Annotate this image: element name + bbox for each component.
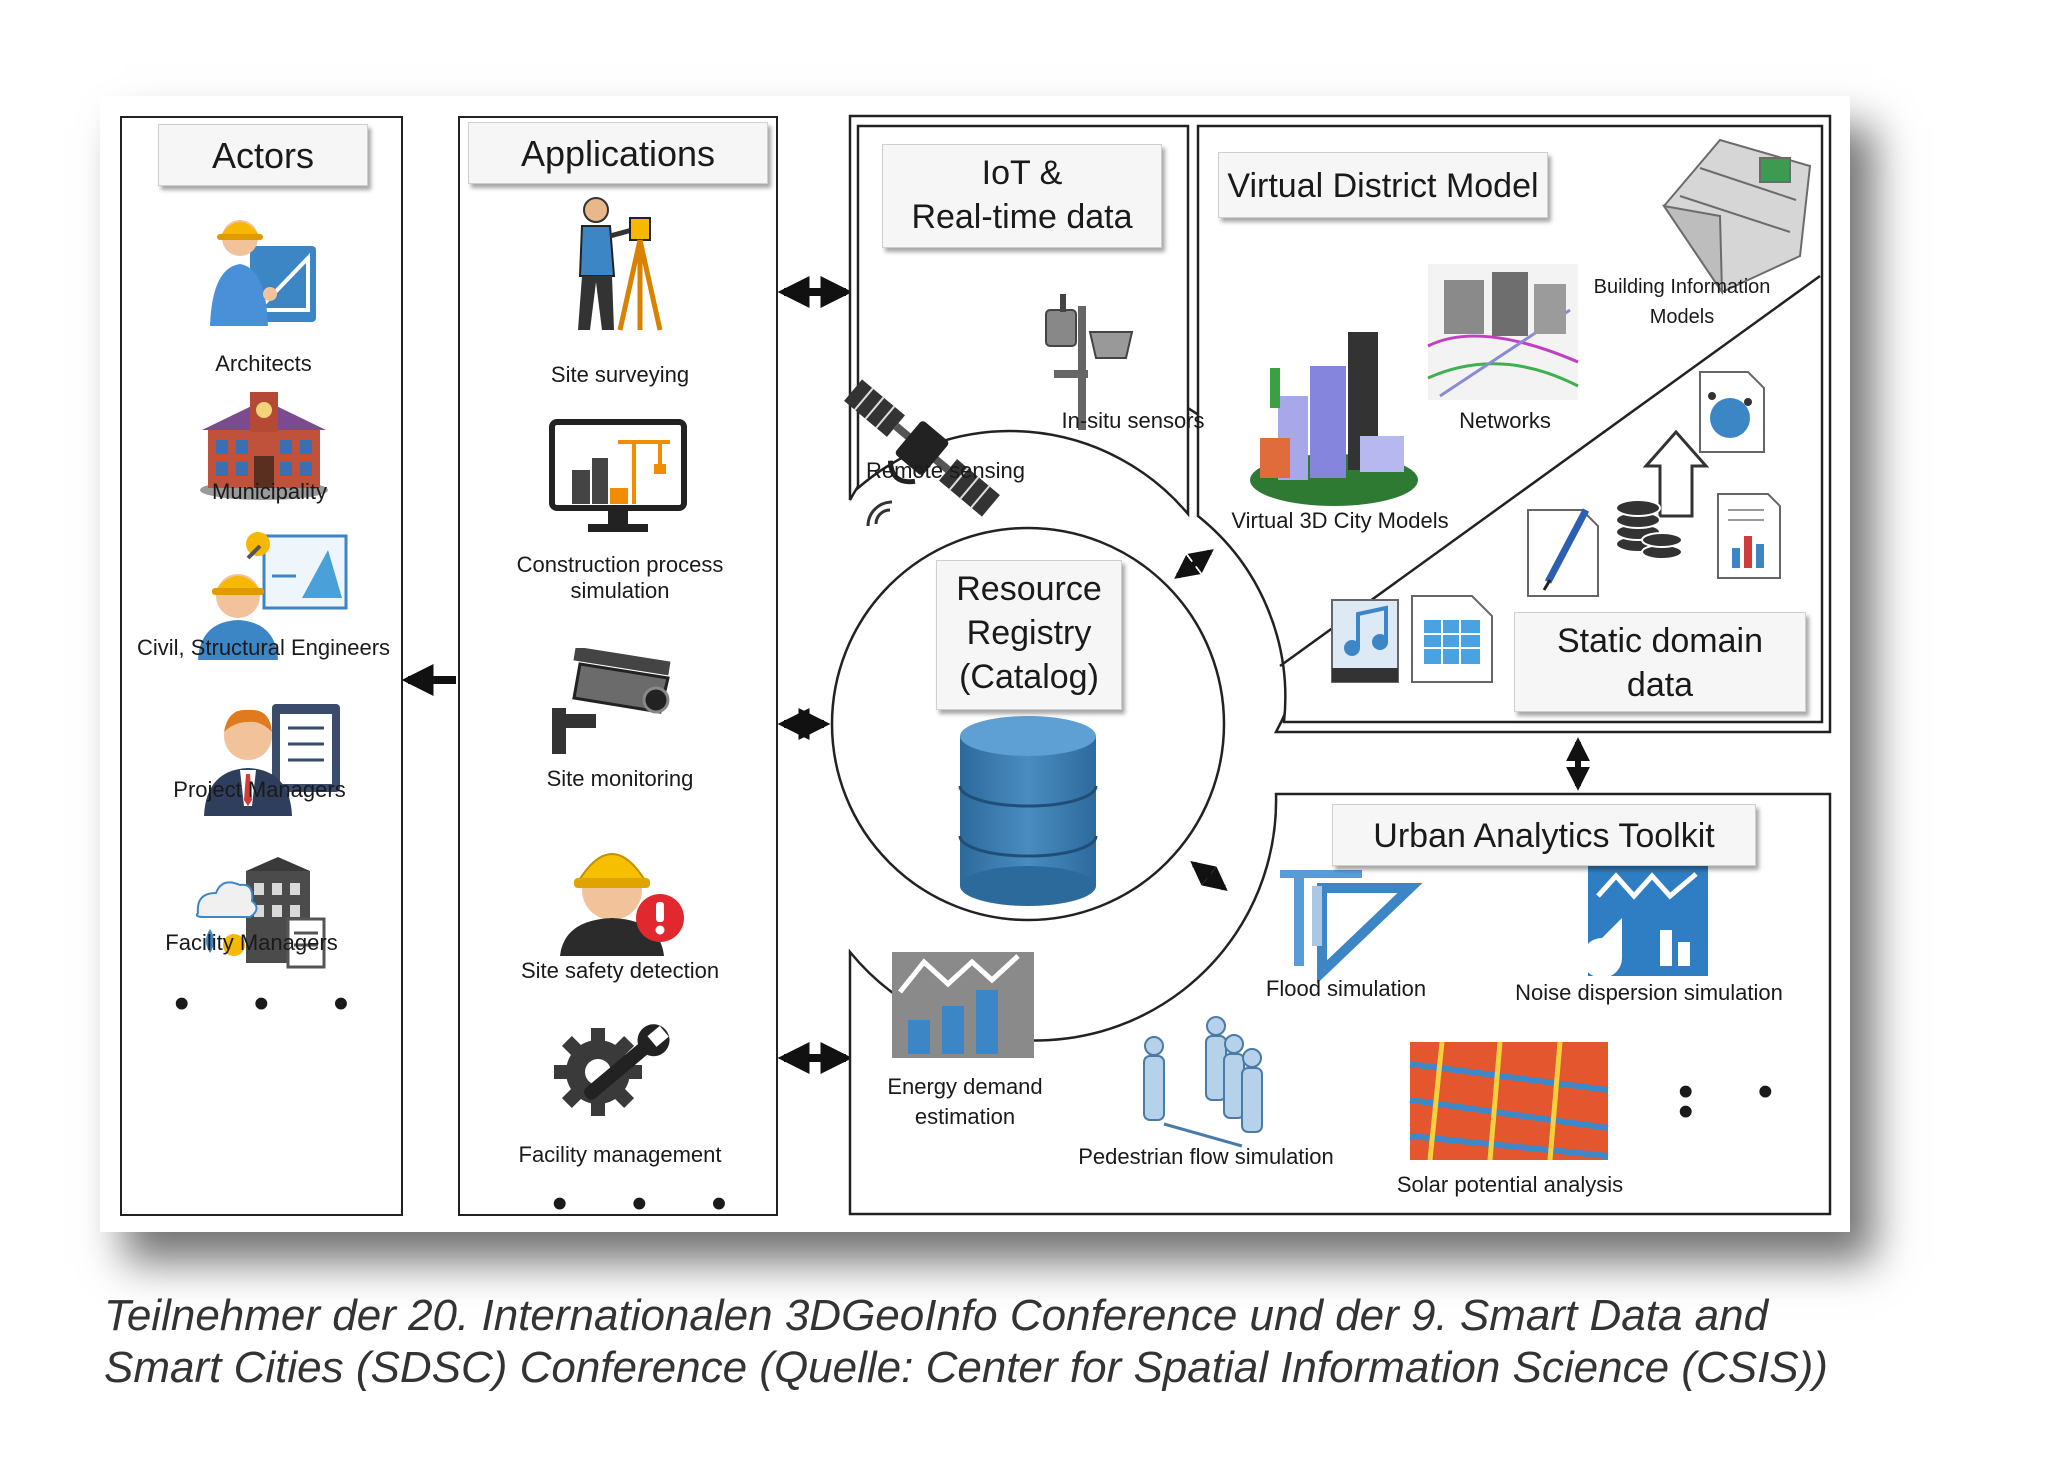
district-label-bim-line1: Building Information: [1593, 276, 1771, 298]
district-label-bim-line2: Models: [1649, 306, 1715, 328]
project-manager-icon: [204, 704, 340, 816]
actor-label-facility-managers: Facility Managers: [165, 930, 338, 955]
district-label-networks: Networks: [1459, 408, 1551, 433]
registry-line2: Registry: [966, 614, 1092, 652]
actors-panel: Actors Architects: [120, 116, 403, 1216]
toolkit-more-dots: • • •: [1678, 1067, 1800, 1136]
networks-icon: [1427, 264, 1579, 400]
signal-waves-icon: [866, 500, 893, 527]
applications-title-box: Applications: [468, 122, 768, 184]
bim-building-icon: [1661, 138, 1812, 296]
registry-title-box: Resource Registry (Catalog): [936, 560, 1122, 710]
spreadsheet-icon: [1411, 595, 1493, 683]
civil-engineer-icon: [198, 532, 348, 660]
site-safety-icon: [560, 853, 684, 956]
iot-title-line1: IoT &: [981, 154, 1063, 192]
registry-line3: (Catalog): [959, 658, 1099, 696]
weather-sensor-icon: [1045, 294, 1134, 430]
static-domain-line1: Static domain: [1557, 622, 1763, 660]
report-chart-icon: [1717, 493, 1781, 579]
application-label-site-monitoring: Site monitoring: [546, 766, 694, 791]
toolkit-label-energy-line2: estimation: [914, 1104, 1016, 1129]
applications-panel: Applications Site surveying: [458, 116, 778, 1226]
energy-chart-icon: [892, 952, 1034, 1058]
facility-manager-icon: [195, 857, 326, 969]
facility-management-icon: [554, 1024, 670, 1116]
actors-title: Actors: [211, 135, 315, 176]
static-domain-line2: data: [1626, 666, 1694, 704]
connectors-layer: [401, 114, 1832, 1216]
application-label-construction-simulation: Construction process simulation: [516, 552, 724, 603]
arrow-registry-toolkit: [1190, 861, 1228, 891]
application-label-site-surveying: Site surveying: [550, 362, 690, 387]
registry-line1: Resource: [956, 570, 1102, 608]
actor-label-project-managers: Project Managers: [173, 777, 346, 802]
district-label-city-models: Virtual 3D City Models: [1231, 508, 1449, 533]
actor-label-architects: Architects: [215, 351, 312, 376]
toolkit-label-pedestrian: Pedestrian flow simulation: [1078, 1144, 1334, 1169]
virtual-district-inner-outline: [1196, 124, 1824, 724]
iot-title-line2: Real-time data: [911, 198, 1133, 236]
city-model-icon: [1250, 332, 1418, 506]
site-monitoring-icon: [552, 648, 671, 754]
actors-title-box: Actors: [158, 124, 368, 186]
actor-label-civil-engineers: Civil, Structural Engineers: [136, 635, 391, 660]
point-document-icon: [1699, 371, 1765, 453]
satellite-icon: [844, 379, 1000, 517]
caption-line2: Smart Cities (SDSC) Conference (Quelle: …: [104, 1343, 1828, 1392]
arrow-registry-iot: [1174, 549, 1214, 579]
flood-ruler-icon: [1280, 870, 1423, 984]
caption-line1: Teilnehmer der 20. Internationalen 3DGeo…: [104, 1291, 1769, 1340]
actor-label-municipality: Municipality: [212, 479, 327, 504]
architect-icon: [210, 220, 316, 326]
toolkit-title-box: Urban Analytics Toolkit: [1332, 804, 1756, 866]
pedestrians-icon: [1143, 1016, 1263, 1148]
iot-title-box: IoT & Real-time data: [882, 144, 1162, 248]
diagram-figure: Actors Architects: [100, 96, 1850, 1232]
pen-document-icon: [1527, 508, 1599, 597]
toolkit-label-solar: Solar potential analysis: [1396, 1172, 1624, 1197]
municipality-icon: [200, 392, 328, 500]
construction-simulation-icon: [549, 419, 687, 532]
applications-title: Applications: [520, 133, 716, 174]
application-label-facility-management: Facility management: [518, 1142, 722, 1167]
toolkit-label-flood: Flood simulation: [1265, 976, 1427, 1001]
iot-label-in-situ: In-situ sensors: [1061, 408, 1205, 433]
toolkit-label-energy-line1: Energy demand: [887, 1074, 1043, 1099]
toolkit-title: Urban Analytics Toolkit: [1373, 817, 1715, 855]
static-domain-title-box: Static domain data: [1514, 612, 1806, 712]
iot-label-remote: Remote sensing: [866, 458, 1025, 483]
coin-stack-icon: [1615, 499, 1683, 560]
upload-arrow-icon: [1642, 429, 1710, 518]
solar-map-icon: [1409, 1041, 1609, 1161]
virtual-district-title: Virtual District Model: [1227, 167, 1539, 205]
noise-chart-icon: [1582, 866, 1708, 978]
database-icon: [958, 716, 1098, 906]
application-label-site-safety: Site safety detection: [520, 958, 720, 983]
toolkit-label-noise: Noise dispersion simulation: [1515, 980, 1783, 1005]
site-surveying-icon: [578, 197, 663, 331]
figure-caption: Teilnehmer der 20. Internationalen 3DGeo…: [104, 1290, 1984, 1394]
music-video-icon: [1331, 599, 1399, 683]
virtual-district-title-box: Virtual District Model: [1218, 152, 1548, 218]
